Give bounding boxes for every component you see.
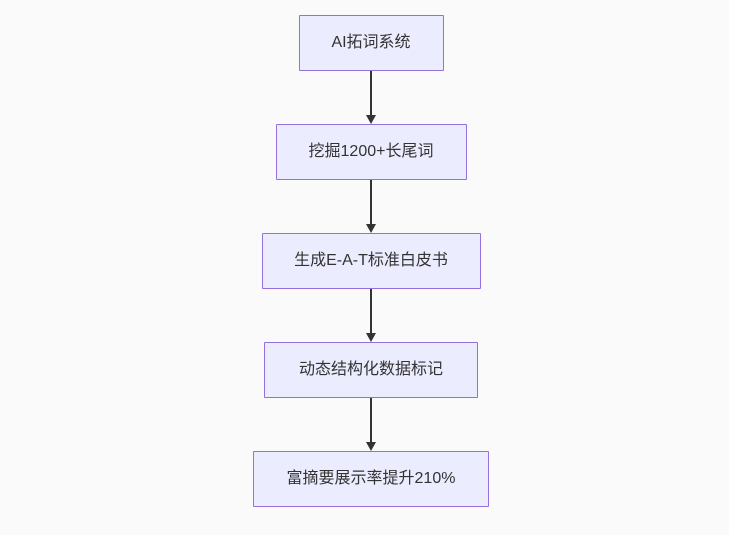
arrowhead-down-icon — [366, 115, 376, 124]
flowchart-edge — [366, 71, 376, 124]
flowchart-node-n5: 富摘要展示率提升210% — [253, 451, 489, 507]
flowchart: AI拓词系统 挖掘1200+长尾词 生成E-A-T标准白皮书 动态结构化数据标记… — [253, 15, 489, 507]
flowchart-node-label: 生成E-A-T标准白皮书 — [294, 252, 448, 269]
flowchart-node-n1: AI拓词系统 — [298, 15, 444, 71]
flowchart-edge — [366, 289, 376, 342]
arrowhead-down-icon — [366, 333, 376, 342]
flowchart-node-n2: 挖掘1200+长尾词 — [275, 124, 467, 180]
edge-line — [370, 71, 372, 115]
flowchart-node-label: 挖掘1200+长尾词 — [308, 143, 434, 160]
edge-line — [370, 180, 372, 224]
arrowhead-down-icon — [366, 224, 376, 233]
flowchart-node-label: AI拓词系统 — [331, 34, 411, 51]
arrowhead-down-icon — [366, 442, 376, 451]
flowchart-edge — [366, 180, 376, 233]
flowchart-node-n4: 动态结构化数据标记 — [264, 342, 478, 398]
edge-line — [370, 289, 372, 333]
flowchart-node-label: 动态结构化数据标记 — [298, 361, 443, 378]
edge-line — [370, 398, 372, 442]
flowchart-edge — [366, 398, 376, 451]
flowchart-node-n3: 生成E-A-T标准白皮书 — [261, 233, 481, 289]
flowchart-node-label: 富摘要展示率提升210% — [286, 470, 456, 487]
